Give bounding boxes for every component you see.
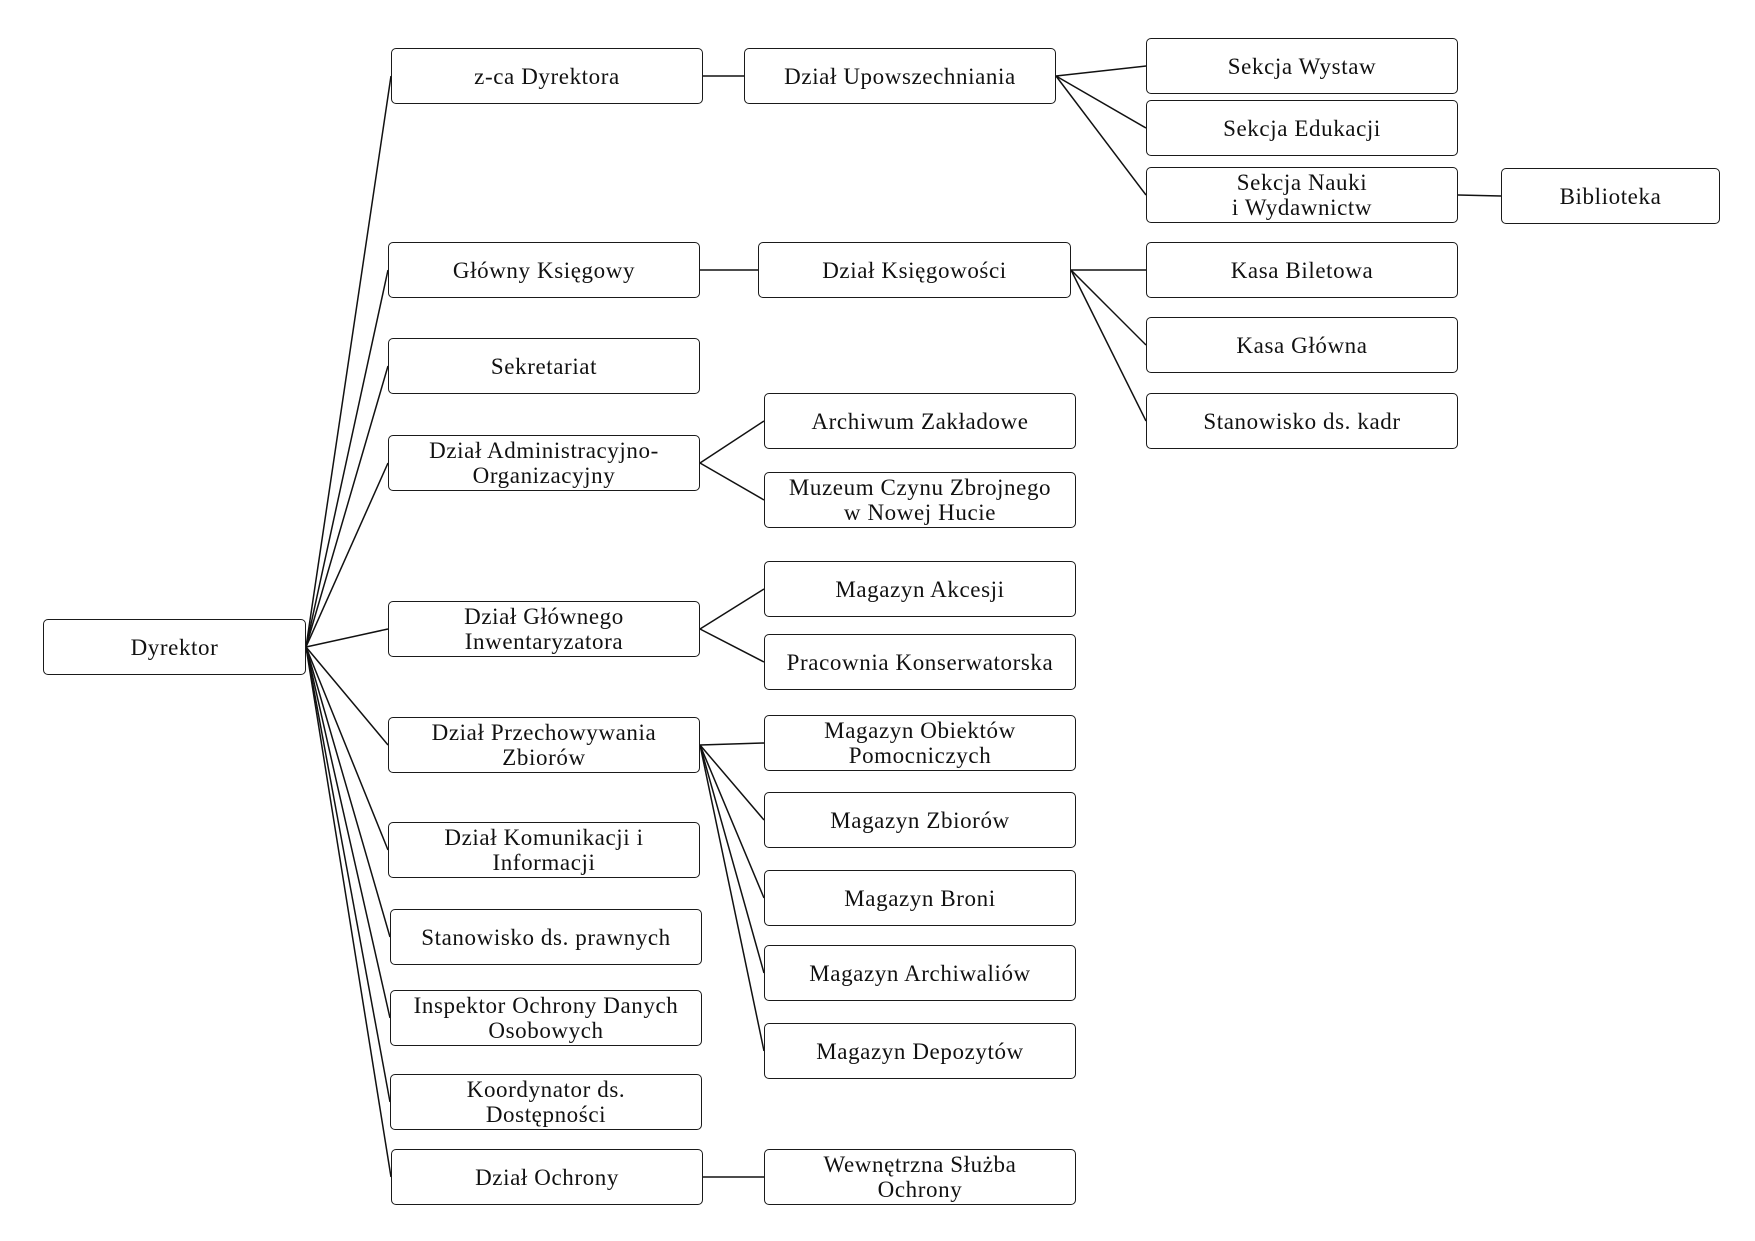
node-dzial-upowszechniania: Dział Upowszechniania bbox=[744, 48, 1056, 104]
node-wewnetrzna-sluzba-ochrony: Wewnętrzna Służba Ochrony bbox=[764, 1149, 1076, 1205]
connector-dzial_inw-mag_akcesji bbox=[699, 588, 765, 630]
node-magazyn-akcesji: Magazyn Akcesji bbox=[764, 561, 1076, 617]
node-dzial-komunikacji-i-informacji: Dział Komunikacji i Informacji bbox=[388, 822, 700, 878]
connector-dyrektor-dzial_kom bbox=[305, 646, 389, 851]
node-koordynator-ds-dostepnosci: Koordynator ds. Dostępności bbox=[390, 1074, 702, 1130]
connector-dyrektor-iod bbox=[305, 646, 391, 1019]
connector-dzial_upow-sekcja_edukacji bbox=[1055, 75, 1147, 129]
node-magazyn-obiektow-pomocniczych: Magazyn Obiektów Pomocniczych bbox=[764, 715, 1076, 771]
connector-dzial_adm-muzeum bbox=[699, 462, 765, 501]
connector-dzial_przech-mag_archiwaliow bbox=[699, 744, 765, 974]
node-kasa-glowna: Kasa Główna bbox=[1146, 317, 1458, 373]
node-dzial-ochrony: Dział Ochrony bbox=[391, 1149, 703, 1205]
connector-dzial_inw-pracownia bbox=[699, 628, 765, 663]
connector-dzial_przech-mag_broni bbox=[699, 744, 765, 899]
connector-dyrektor-dzial_ochrony bbox=[305, 646, 392, 1178]
connector-dyrektor-zca bbox=[305, 75, 392, 648]
connector-dzial_upow-sekcja_nauki bbox=[1055, 75, 1147, 196]
connector-dzial_przech-mag_depozytow bbox=[699, 744, 765, 1052]
connector-dzial_adm-archiwum bbox=[699, 420, 765, 464]
connector-dyrektor-dzial_inw bbox=[305, 628, 389, 648]
node-glowny-ksiegowy: Główny Księgowy bbox=[388, 242, 700, 298]
node-stanowisko-ds-kadr: Stanowisko ds. kadr bbox=[1146, 393, 1458, 449]
connector-dyrektor-st_prawne bbox=[305, 646, 391, 938]
node-inspektor-ochrony-danych: Inspektor Ochrony Danych Osobowych bbox=[390, 990, 702, 1046]
node-muzeum-czynu-zbrojnego: Muzeum Czynu Zbrojnego w Nowej Hucie bbox=[764, 472, 1076, 528]
node-dyrektor: Dyrektor bbox=[43, 619, 306, 675]
node-magazyn-depozytow: Magazyn Depozytów bbox=[764, 1023, 1076, 1079]
connector-dzial_ksieg-kasa_glowna bbox=[1070, 269, 1147, 346]
connector-dzial_przech-mag_zbiorow bbox=[699, 744, 765, 821]
connector-dyrektor-sekretariat bbox=[305, 365, 389, 648]
node-magazyn-archiwaliow: Magazyn Archiwaliów bbox=[764, 945, 1076, 1001]
node-sekretariat: Sekretariat bbox=[388, 338, 700, 394]
node-magazyn-zbiorow: Magazyn Zbiorów bbox=[764, 792, 1076, 848]
connector-dyrektor-koord bbox=[305, 646, 391, 1103]
node-zca-dyrektora: z-ca Dyrektora bbox=[391, 48, 703, 104]
node-dzial-przechowywania-zbiorow: Dział Przechowywania Zbiorów bbox=[388, 717, 700, 773]
node-dzial-glownego-inwentaryzatora: Dział Głównego Inwentaryzatora bbox=[388, 601, 700, 657]
node-dzial-ksiegowosci: Dział Księgowości bbox=[758, 242, 1071, 298]
node-pracownia-konserwatorska: Pracownia Konserwatorska bbox=[764, 634, 1076, 690]
node-sekcja-edukacji: Sekcja Edukacji bbox=[1146, 100, 1458, 156]
connector-dzial_przech-mag_obiektow bbox=[699, 742, 765, 746]
connector-dyrektor-glowny_ksiegowy bbox=[305, 269, 389, 648]
node-archiwum-zakladowe: Archiwum Zakładowe bbox=[764, 393, 1076, 449]
connector-sekcja_nauki-biblioteka bbox=[1457, 194, 1502, 197]
node-kasa-biletowa: Kasa Biletowa bbox=[1146, 242, 1458, 298]
connector-dyrektor-dzial_przech bbox=[305, 646, 389, 746]
node-magazyn-broni: Magazyn Broni bbox=[764, 870, 1076, 926]
node-sekcja-nauki-i-wydawnictw: Sekcja Nauki i Wydawnictw bbox=[1146, 167, 1458, 223]
node-biblioteka: Biblioteka bbox=[1501, 168, 1720, 224]
node-dzial-administracyjno-organizacyjny: Dział Administracyjno- Organizacyjny bbox=[388, 435, 700, 491]
node-sekcja-wystaw: Sekcja Wystaw bbox=[1146, 38, 1458, 94]
node-stanowisko-ds-prawnych: Stanowisko ds. prawnych bbox=[390, 909, 702, 965]
connector-dyrektor-dzial_adm bbox=[305, 462, 389, 648]
connector-dzial_upow-sekcja_wystaw bbox=[1055, 65, 1147, 77]
connector-dzial_ksieg-st_kadr bbox=[1070, 269, 1147, 422]
